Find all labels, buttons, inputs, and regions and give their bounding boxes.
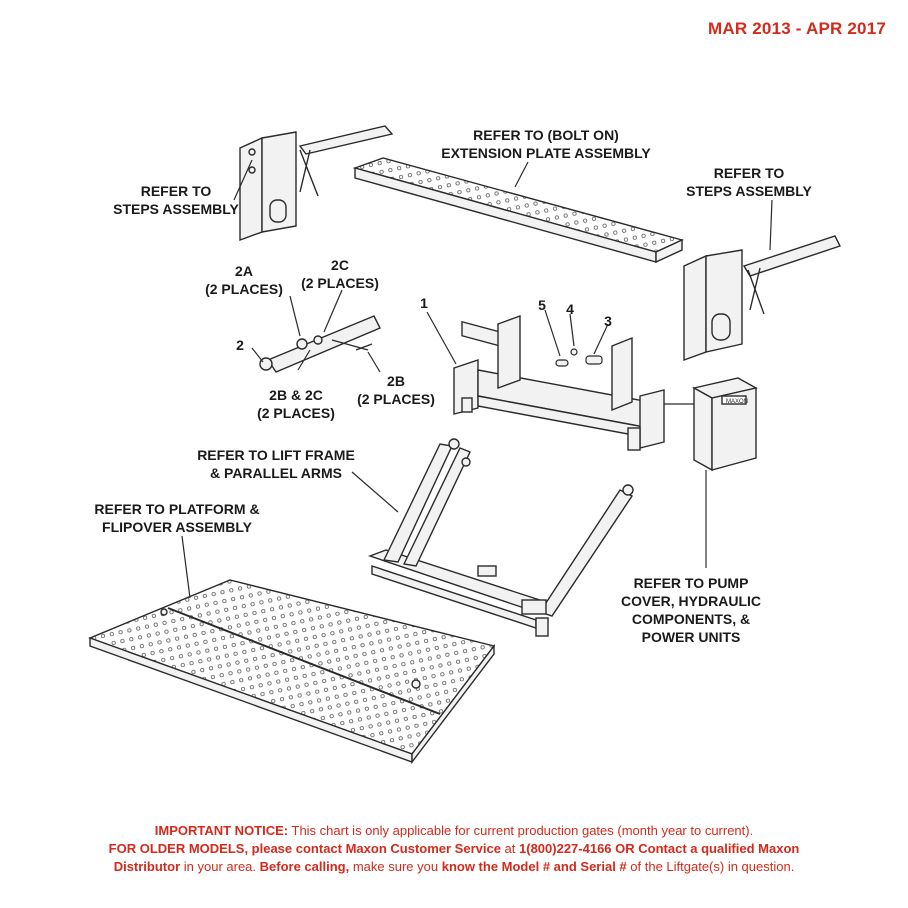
label-part-1: 1 — [420, 295, 428, 311]
label-line: 2A — [235, 263, 253, 279]
label-line: (2 PLACES) — [357, 391, 435, 407]
label-line: REFER TO — [713, 165, 785, 181]
label-part-4: 4 — [566, 301, 574, 317]
steps-assembly-right — [683, 235, 841, 361]
label-lift-frame: REFER TO LIFT FRAME & PARALLEL ARMS — [186, 446, 366, 482]
notice-bold: know the Model # and Serial # — [441, 859, 627, 874]
label-part-2b: 2B (2 PLACES) — [348, 372, 444, 408]
notice-line-3: Distributor in your area. Before calling… — [60, 858, 848, 876]
steps-assembly-left — [239, 125, 394, 241]
label-part-2: 2 — [236, 337, 244, 353]
label-line: STEPS ASSEMBLY — [686, 183, 812, 199]
pump-box: MAXON — [692, 377, 758, 472]
notice-text: in your area. — [180, 859, 260, 874]
label-extension-plate: REFER TO (BOLT ON) EXTENSION PLATE ASSEM… — [418, 126, 674, 162]
platform — [88, 579, 496, 765]
date-range: MAR 2013 - APR 2017 — [708, 19, 886, 38]
label-part-2c: 2C (2 PLACES) — [292, 256, 388, 292]
label-line: (2 PLACES) — [205, 281, 283, 297]
notice-bold: Before calling, — [259, 859, 350, 874]
small-parts — [555, 348, 603, 367]
label-line: REFER TO PUMP — [633, 575, 749, 591]
label-line: COVER, HYDRAULIC — [620, 593, 761, 609]
label-line: COMPONENTS, & — [631, 611, 751, 627]
extension-plate — [352, 157, 685, 348]
label-line: 2B — [387, 373, 405, 389]
label-line: REFER TO LIFT FRAME — [197, 447, 355, 463]
notice-text: of the Liftgate(s) in question. — [626, 859, 795, 874]
label-line: REFER TO (BOLT ON) — [473, 127, 619, 143]
label-line: (2 PLACES) — [257, 405, 335, 421]
notice-bold: 1(800)227-4166 OR Contact a qualified Ma… — [519, 841, 800, 856]
notice-text: at — [500, 841, 520, 856]
label-part-5: 5 — [538, 297, 546, 313]
label-line: (2 PLACES) — [301, 275, 379, 291]
label-part-3: 3 — [604, 313, 612, 329]
label-part-2a: 2A (2 PLACES) — [196, 262, 292, 298]
label-steps-assembly-left: REFER TO STEPS ASSEMBLY — [88, 182, 264, 218]
lift-frame — [367, 438, 634, 637]
notice-line-2: FOR OLDER MODELS, please contact Maxon C… — [60, 840, 848, 858]
label-line: 2B & 2C — [269, 387, 323, 403]
notice-bold: IMPORTANT NOTICE: — [154, 823, 289, 838]
label-line: REFER TO PLATFORM & — [94, 501, 260, 517]
label-platform: REFER TO PLATFORM & FLIPOVER ASSEMBLY — [74, 500, 280, 536]
label-steps-assembly-right: REFER TO STEPS ASSEMBLY — [674, 164, 824, 200]
label-line: REFER TO — [140, 183, 212, 199]
label-line: 2C — [331, 257, 349, 273]
label-line: EXTENSION PLATE ASSEMBLY — [441, 145, 651, 161]
label-pump: REFER TO PUMP COVER, HYDRAULIC COMPONENT… — [616, 574, 766, 646]
label-line: & PARALLEL ARMS — [210, 465, 342, 481]
mounting-frame — [453, 315, 665, 451]
label-part-2b-2c: 2B & 2C (2 PLACES) — [248, 386, 344, 422]
linkage-parts — [259, 315, 381, 373]
label-line: POWER UNITS — [641, 629, 741, 645]
notice-text: make sure you — [349, 859, 442, 874]
leader-lines — [181, 159, 773, 599]
important-notice: IMPORTANT NOTICE: This chart is only app… — [60, 822, 848, 876]
notice-bold: FOR OLDER MODELS, please contact Maxon C… — [108, 841, 501, 856]
notice-text: This chart is only applicable for curren… — [288, 823, 754, 838]
label-line: STEPS ASSEMBLY — [113, 201, 239, 217]
notice-bold: Distributor — [113, 859, 181, 874]
notice-line-1: IMPORTANT NOTICE: This chart is only app… — [60, 822, 848, 840]
pump-box-brand: MAXON — [726, 399, 748, 405]
label-line: FLIPOVER ASSEMBLY — [102, 519, 252, 535]
